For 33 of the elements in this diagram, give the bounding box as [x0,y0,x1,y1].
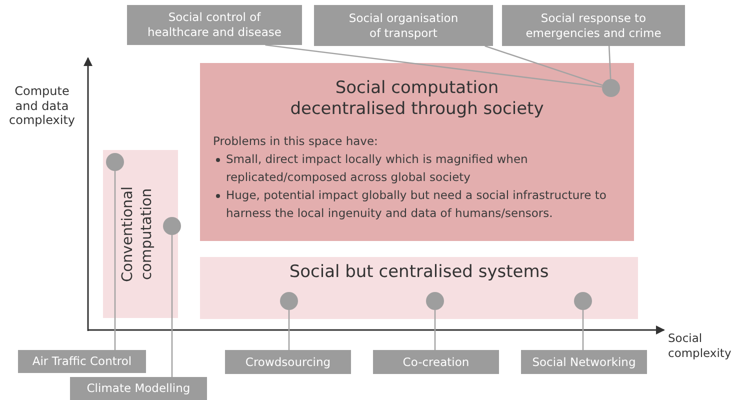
region-title: Social but centralised systems [288,262,550,283]
leader-line [288,310,290,350]
region-title: Conventional computation [119,185,156,284]
callout: Social response to emergencies and crime [502,5,685,46]
leader-line [434,310,436,350]
axis-label: Compute and data complexity [8,84,76,128]
callout: Social Networking [521,350,647,374]
region-title: Social computation decentralised through society [289,78,545,120]
leader-line [265,44,602,88]
body-text: Problems in this space have: [213,133,379,150]
leader-line [114,171,116,350]
bullet-text: Small, direct impact locally which is magnified when replicated/composed across global society [226,151,529,186]
callout: Social organisation of transport [314,5,493,46]
dot-icon [602,79,620,97]
dot-icon [574,292,592,310]
leader-line [484,45,603,86]
dot-icon [426,292,444,310]
callout: Social control of healthcare and disease [127,5,302,45]
callout: Climate Modelling [70,377,207,400]
callout: Crowdsourcing [225,350,351,374]
dot-icon [163,217,181,235]
bullet-text: Huge, potential impact globally but need a social infrastructure to harness the local ingenuity and data of humans/sensors. [226,187,608,222]
leader-line [582,310,584,350]
region-panel [103,150,178,318]
region-panel [200,257,638,319]
dot-icon [106,153,124,171]
callout: Air Traffic Control [18,350,146,373]
leader-line [171,235,173,377]
callout: Co-creation [373,350,499,374]
axis-label: Social complexity [668,331,732,360]
dot-icon [280,292,298,310]
leader-line [608,46,612,80]
region-panel [200,63,634,241]
